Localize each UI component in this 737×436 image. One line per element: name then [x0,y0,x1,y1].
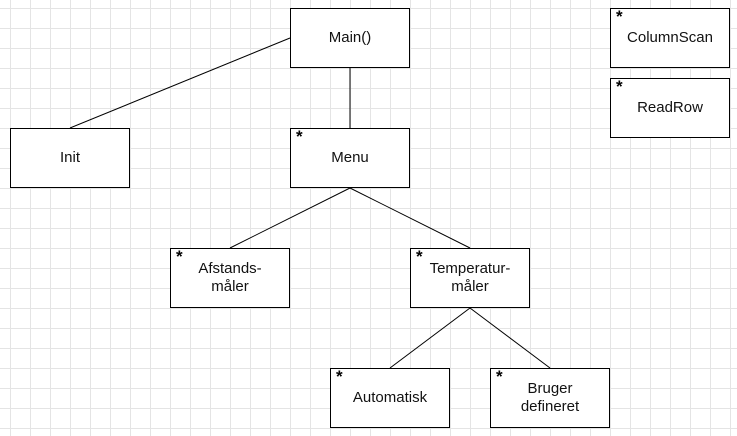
node-columnscan[interactable]: * ColumnScan [610,8,730,68]
node-main[interactable]: Main() [290,8,410,68]
node-bruger-defineret-label: Bruger defineret [520,380,580,415]
node-readrow-label: ReadRow [637,99,703,116]
asterisk-icon: * [616,77,623,96]
node-readrow[interactable]: * ReadRow [610,78,730,138]
node-afstandsmaler[interactable]: * Afstands- måler [170,248,290,308]
asterisk-icon: * [496,367,503,386]
asterisk-icon: * [336,367,343,386]
node-afstandsmaler-label: Afstands- måler [198,260,262,295]
asterisk-icon: * [296,127,303,146]
node-temperaturmaler[interactable]: * Temperatur- måler [410,248,530,308]
node-menu-label: Menu [331,149,369,166]
edge-menu-afstandsmaler [229,187,351,249]
asterisk-icon: * [416,247,423,266]
edge-main-init [69,37,291,129]
node-columnscan-label: ColumnScan [627,29,713,46]
edge-temperaturmaler-bruger [469,307,551,369]
edge-temperaturmaler-automatisk [389,307,471,369]
edge-menu-temperaturmaler [349,187,471,249]
node-automatisk[interactable]: * Automatisk [330,368,450,428]
node-main-label: Main() [328,29,372,46]
node-temperaturmaler-label: Temperatur- måler [429,260,511,295]
asterisk-icon: * [176,247,183,266]
node-automatisk-label: Automatisk [352,389,428,406]
node-menu[interactable]: * Menu [290,128,410,188]
asterisk-icon: * [616,7,623,26]
node-bruger-defineret[interactable]: * Bruger defineret [490,368,610,428]
node-init[interactable]: Init [10,128,130,188]
node-init-label: Init [59,149,80,166]
